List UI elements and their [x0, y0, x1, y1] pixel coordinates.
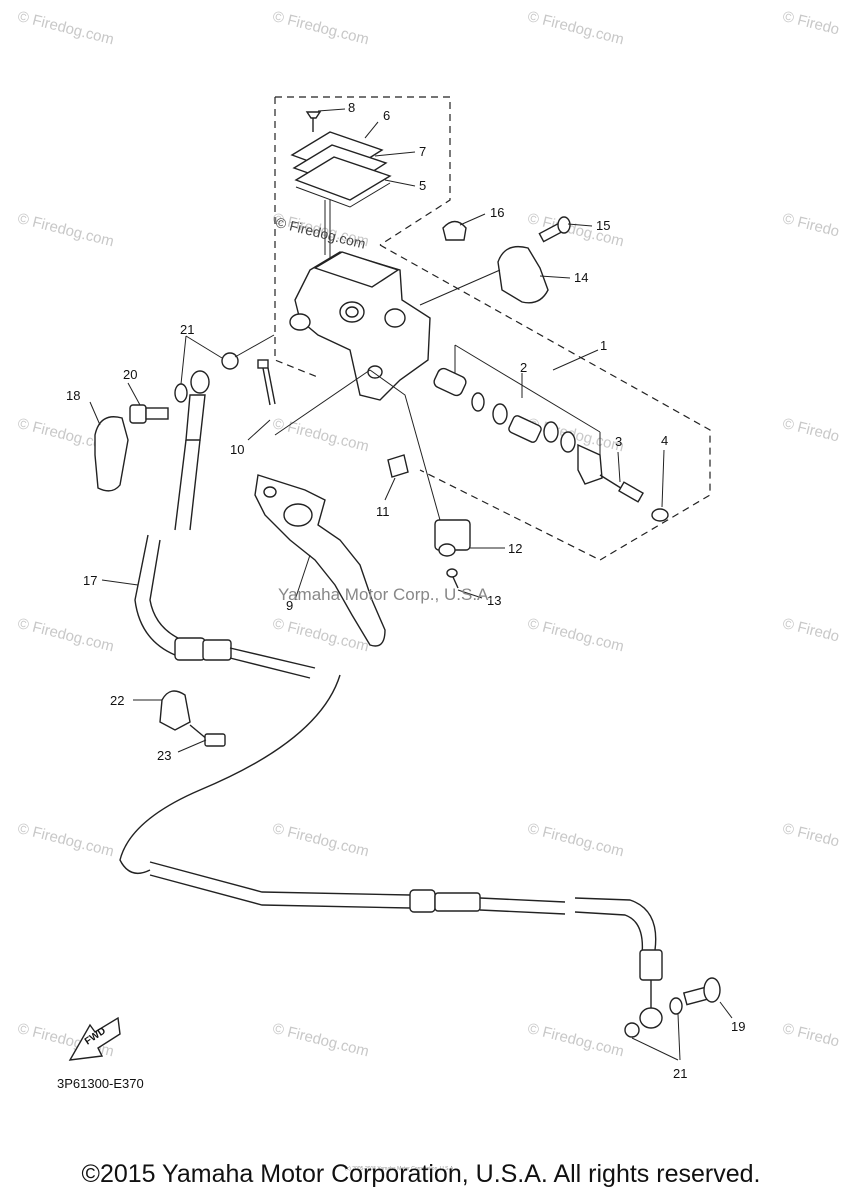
dashed-box-assembly-1	[379, 244, 711, 561]
part-21-washer-lower-b	[639, 1007, 663, 1029]
callout-label: 15	[596, 218, 611, 233]
part-8-screw	[305, 111, 322, 132]
callout-label: 5	[419, 178, 427, 193]
callout-label: 20	[123, 367, 138, 382]
fine-print: (c) 2005-2015 Yamaha Motor Corporation, …	[345, 1166, 455, 1172]
callout-label: 23	[157, 748, 172, 763]
callout-label: 6	[383, 108, 391, 123]
callout-label: 1	[600, 338, 608, 353]
callout-label: 21	[180, 322, 195, 337]
part-3-push-rod	[599, 474, 644, 503]
part-9-lever	[254, 474, 386, 647]
callout-label: 16	[490, 205, 505, 220]
part-21-washer-upper-b	[221, 352, 239, 370]
part-21-washer-upper-a	[174, 383, 188, 403]
callout-label: 7	[419, 144, 427, 159]
callout-label: 2	[520, 360, 528, 375]
callout-label: 18	[66, 388, 81, 403]
part-16-cap	[442, 220, 467, 241]
part-10-bolt	[257, 359, 276, 406]
callout-label: 8	[348, 100, 356, 115]
part-14-holder	[497, 245, 549, 304]
part-1-piston-kit	[433, 344, 603, 485]
callout-label: 10	[230, 442, 245, 457]
part-12-switch	[434, 519, 471, 557]
part-19-bolt	[682, 977, 721, 1006]
leader-lines	[89, 108, 733, 1061]
callout-label: 4	[661, 433, 669, 448]
part-11-nut	[387, 454, 409, 478]
part-21-washer-lower-a	[624, 1022, 640, 1038]
callout-label: 19	[731, 1019, 746, 1034]
copyright-notice: ©2015 Yamaha Motor Corporation, U.S.A. A…	[81, 1160, 761, 1188]
callout-label: 21	[673, 1066, 688, 1081]
part-4-cap	[651, 508, 669, 522]
part-5-diaphragm	[294, 156, 392, 201]
part-21-washer-lower-c	[669, 997, 683, 1015]
part-13-screw	[446, 568, 459, 589]
callout-label: 17	[83, 573, 98, 588]
yamaha-watermark: Yamaha Motor Corp., U.S.A.	[278, 585, 494, 604]
part-22-clamp	[159, 690, 191, 731]
fwd-arrow	[68, 1016, 121, 1061]
part-18-boot	[94, 416, 129, 492]
callout-label: 11	[376, 504, 390, 519]
part-17-hose	[119, 370, 663, 1008]
callout-label: 12	[508, 541, 523, 556]
part-15-bolt	[538, 216, 571, 243]
callout-label: 13	[487, 593, 502, 608]
callout-label: 9	[286, 598, 294, 613]
dashed-box-reservoir	[274, 96, 451, 379]
part-20-bolt	[129, 404, 169, 424]
callout-label: 22	[110, 693, 125, 708]
master-cylinder-body	[289, 251, 431, 401]
callout-label: 3	[615, 434, 623, 449]
part-23-bolt	[189, 724, 226, 747]
diagram-code: 3P61300-E370	[57, 1076, 144, 1091]
callout-label: 14	[574, 270, 589, 285]
